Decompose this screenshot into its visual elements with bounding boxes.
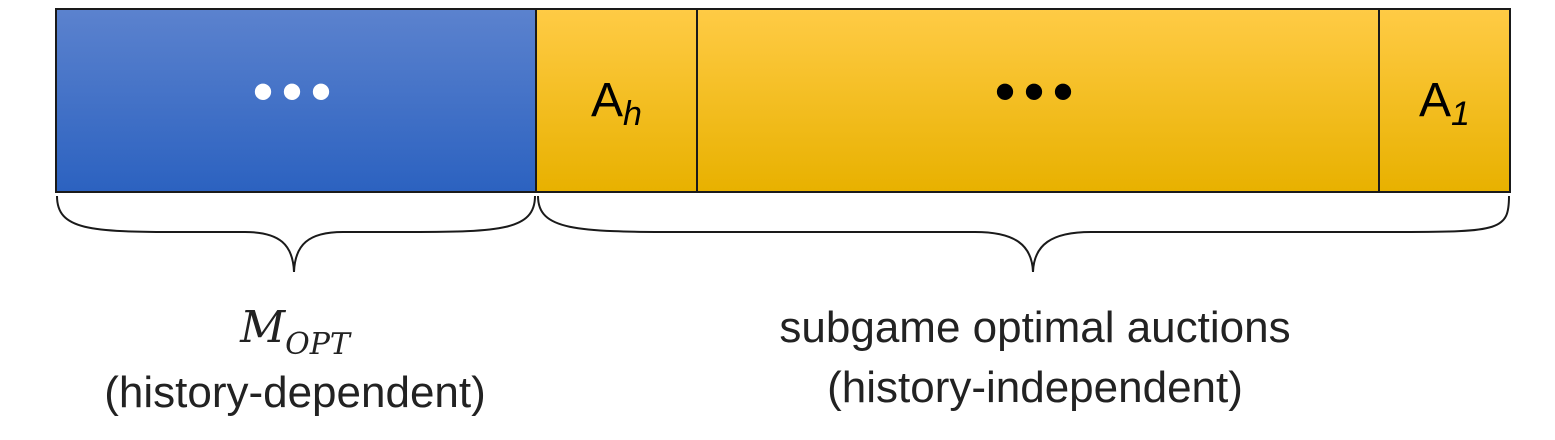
mopt-symbol: MOPT: [0, 298, 590, 363]
subgame-optimal-title: subgame optimal auctions: [779, 303, 1291, 352]
ellipsis-left: •••: [252, 57, 340, 125]
history-dependent-note: (history-dependent): [104, 368, 486, 417]
history-independent-label: subgame optimal auctions (history-indepe…: [620, 298, 1450, 418]
auction-h-base: A: [591, 74, 624, 127]
history-dependent-segment: •••: [57, 10, 537, 191]
right-brace: [537, 195, 1510, 273]
history-dependent-label: MOPT (history-dependent): [0, 298, 590, 423]
mopt-main: M: [240, 302, 286, 353]
auction-h-subscript: h: [623, 95, 642, 133]
left-brace: [56, 195, 536, 273]
history-independent-note: (history-independent): [827, 363, 1243, 412]
mopt-subscript: OPT: [285, 327, 350, 362]
auction-1-base: A: [1419, 74, 1452, 127]
auctions-middle-segment: •••: [698, 10, 1380, 191]
ellipsis-middle: •••: [994, 57, 1082, 125]
auction-1-subscript: 1: [1451, 95, 1470, 133]
